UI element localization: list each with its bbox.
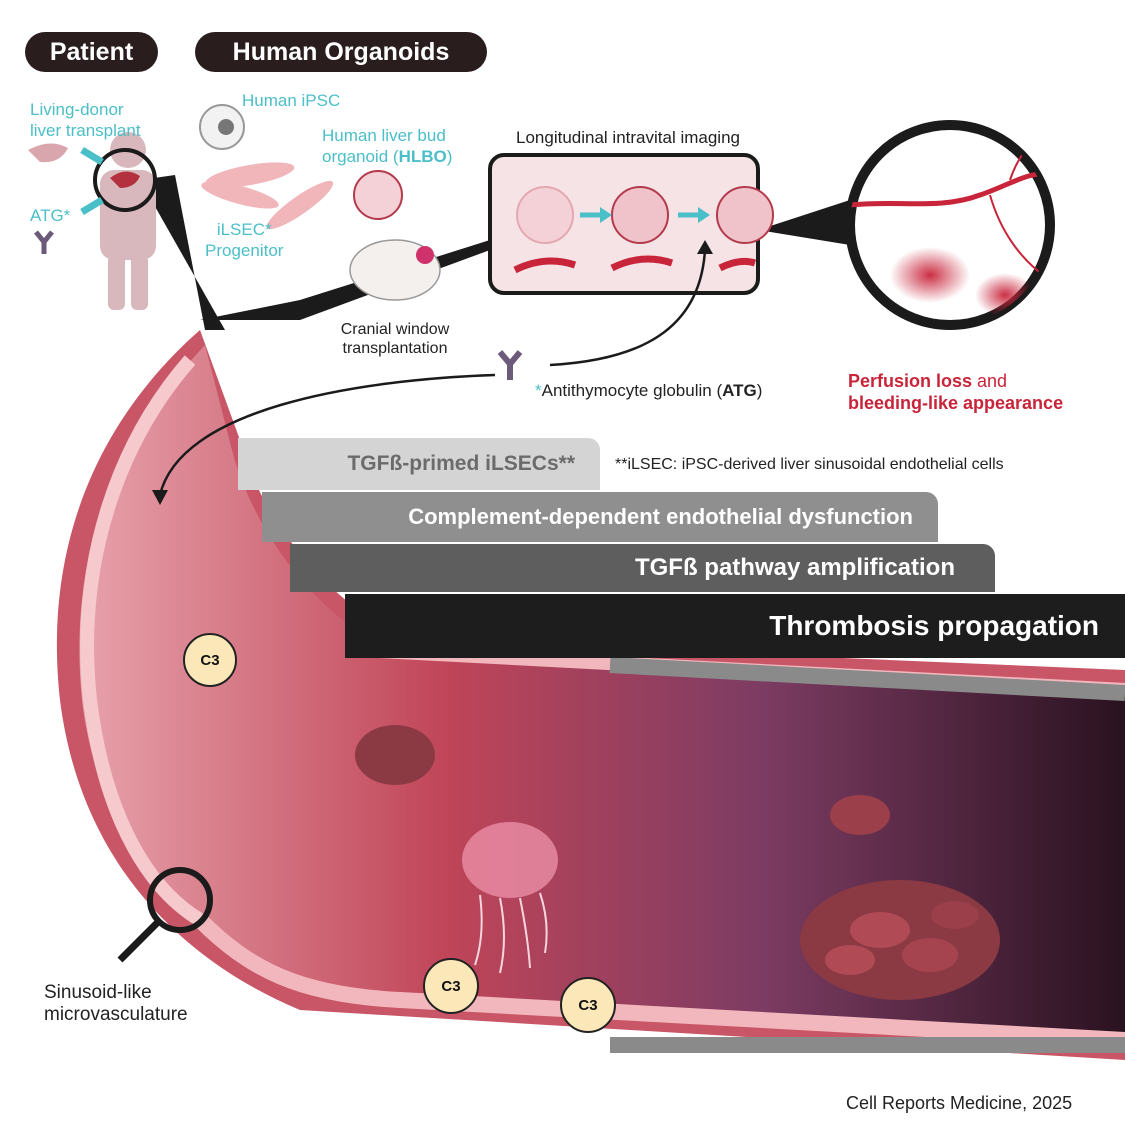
connector-lines [140,175,850,330]
step-4-label: Thrombosis propagation [769,610,1099,641]
patient-pill: Patient [25,32,158,72]
c3-marker: C3 [423,958,479,1014]
step-1: TGFß-primed iLSECs** [238,438,600,490]
atg-asterisk: * [535,381,542,400]
atg-note-suffix: ) [756,381,763,400]
red-blood-cell-cluster [355,725,890,835]
arrow-icon [80,196,104,216]
citation: Cell Reports Medicine, 2025 [846,1093,1073,1113]
atg-note: *Antithymocyte globulin (ATG) [535,381,762,400]
patient-figure [93,132,157,310]
patient-label: Patient [49,37,134,66]
ilsec-line2: Progenitor [205,241,284,260]
atg-note-prefix: Antithymocyte globulin ( [541,381,723,400]
cranial-label: Cranial window transplantation [330,320,460,358]
atg-label: ATG* [30,206,71,225]
organoids-label: Human Organoids [232,37,450,66]
outcome-rest: and [972,371,1008,391]
liver-icon [28,143,68,163]
footnote: **iLSEC: iPSC-derived liver sinusoidal e… [615,456,1004,473]
imaging-title: Longitudinal intravital imaging [516,128,740,147]
hlbo-suffix: ) [446,147,453,166]
ilsec-label: iLSEC* Progenitor [205,219,283,261]
hlbo-prefix: organoid ( [322,147,399,166]
progenitor-cells [201,162,334,230]
transplant-label: Living-donor liver transplant [30,99,180,141]
atg-note-bold: ATG [722,381,757,400]
outcome-label: Perfusion loss and bleeding-like appeara… [848,370,1108,414]
zoom-circle [845,120,1055,330]
mouse-icon [349,239,441,301]
hlbo-bold: HLBO [398,147,447,166]
sinusoid-line1: Sinusoid-like [44,982,152,1003]
activated-cell [462,822,558,974]
hlbo-line2: organoid (HLBO) [322,146,492,167]
hlbo-label: Human liver bud organoid (HLBO) [322,125,492,167]
sinusoid-label: Sinusoid-like microvasculature [44,982,188,1026]
organoid-icon [353,170,403,220]
atg-arrow [549,249,707,367]
transplant-label-line2: liver transplant [30,121,141,140]
imaging-panel [488,153,774,295]
outcome-bold: Perfusion loss [848,371,973,391]
step-2-label: Complement-dependent endothelial dysfunc… [408,504,913,529]
cranial-line1: Cranial window [340,321,450,338]
step-3-label: TGFß pathway amplification [634,554,955,581]
step-4: Thrombosis propagation [345,594,1125,658]
transplant-label-line1: Living-donor [30,100,124,119]
thrombus [800,880,1000,1000]
ipsc-cell [199,104,245,150]
step-1-label: TGFß-primed iLSECs** [347,452,575,475]
magnifier-icon [117,867,213,963]
step-3: TGFß pathway amplification [290,544,995,592]
step-2: Complement-dependent endothelial dysfunc… [262,492,938,542]
vessel-arrow [158,373,496,496]
arrow-icon [80,146,104,166]
atg-antibody-icon [497,350,523,380]
outcome-line1: Perfusion loss and [848,370,1108,392]
organoids-pill: Human Organoids [195,32,487,72]
outcome-line2: bleeding-like appearance [848,393,1064,413]
antibody-icon [34,230,54,254]
ipsc-label: Human iPSC [242,91,341,110]
cranial-line2: transplantation [342,340,448,357]
blood-vessel [56,330,1125,1060]
sinusoid-line2: microvasculature [44,1004,188,1025]
hlbo-line1: Human liver bud [322,126,446,145]
c3-marker: C3 [183,633,237,687]
ilsec-line1: iLSEC* [216,220,272,239]
c3-marker: C3 [560,977,616,1033]
